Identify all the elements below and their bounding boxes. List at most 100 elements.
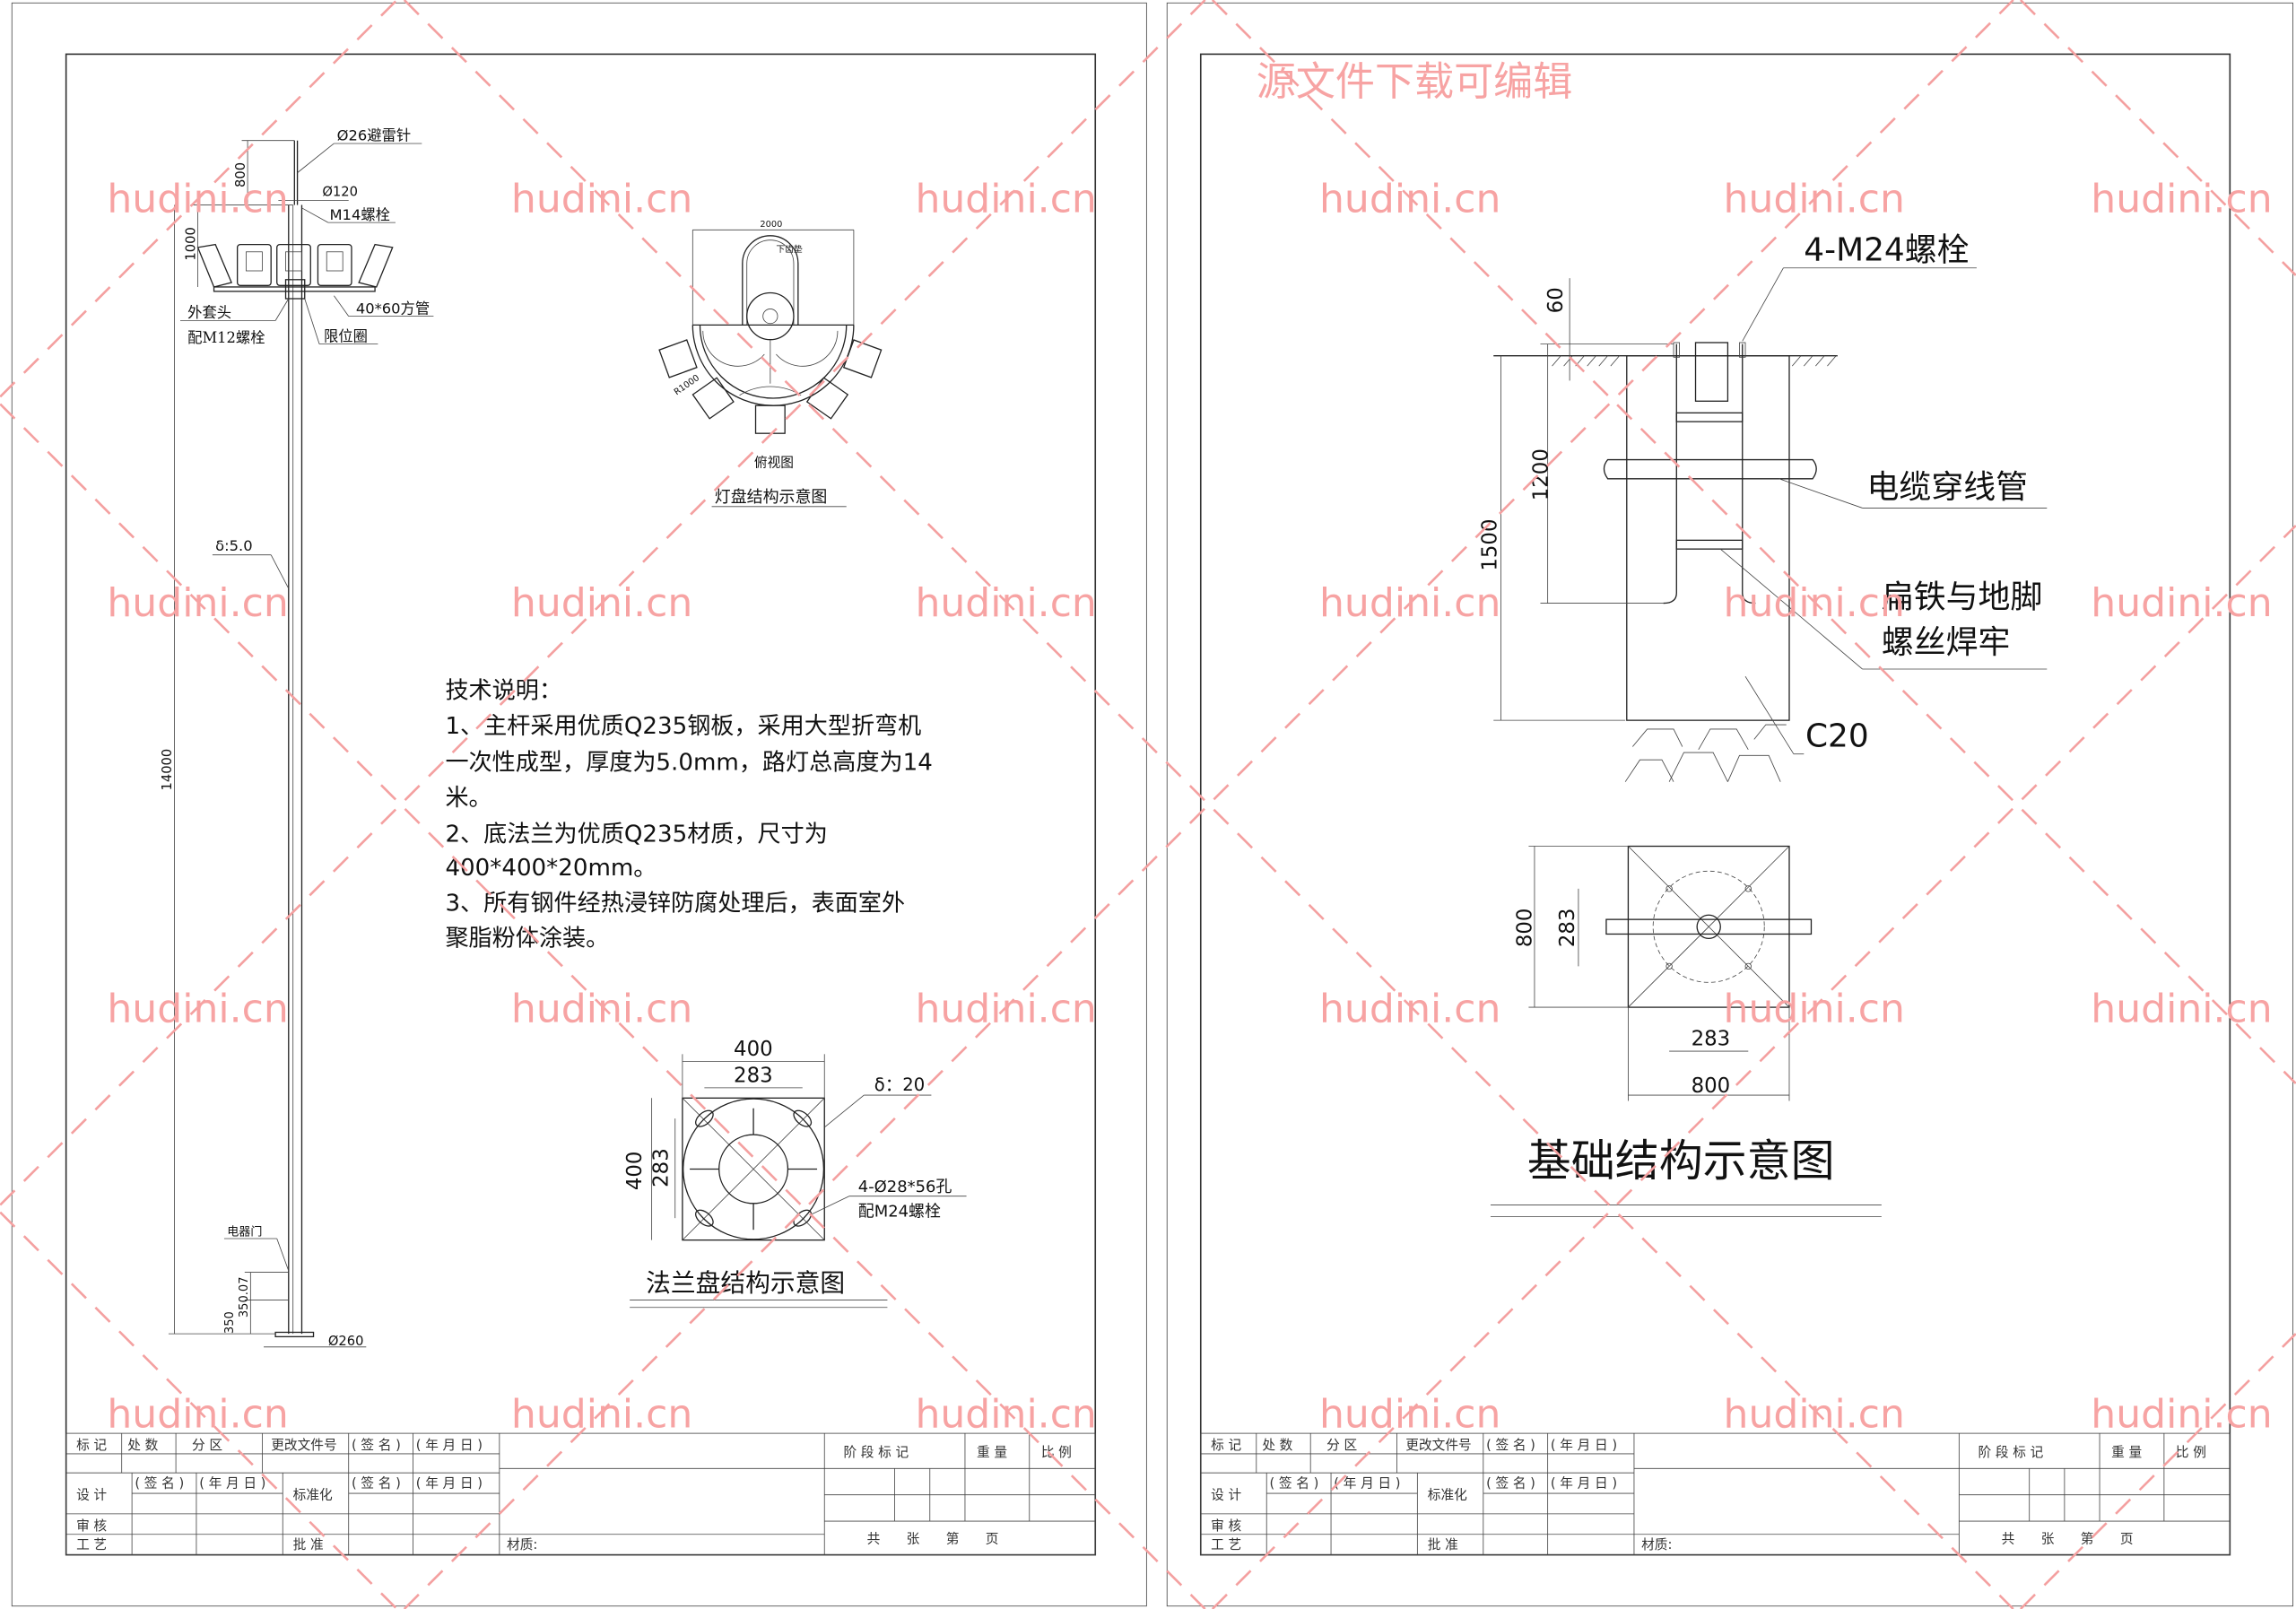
tb-sign: ( 签 名 ) bbox=[352, 1476, 401, 1492]
door-dim: 350.07 bbox=[238, 1276, 251, 1318]
tech-note-line: 聚脂粉体涂装。 bbox=[445, 926, 609, 952]
tb-date: ( 年 月 日 ) bbox=[416, 1438, 483, 1453]
watermark-site: hudini.cn bbox=[1319, 177, 1500, 222]
watermark-site: hudini.cn bbox=[2091, 580, 2272, 626]
lightning-rod-label: Ø26避雷针 bbox=[337, 127, 412, 144]
m14-bolt-label: M14螺栓 bbox=[329, 206, 389, 223]
watermark-site: hudini.cn bbox=[1724, 580, 1905, 626]
tb-weight: 重 量 bbox=[2111, 1445, 2142, 1460]
watermark-site: hudini.cn bbox=[2091, 177, 2272, 222]
flange-thickness-label: δ：20 bbox=[874, 1074, 925, 1095]
tech-note-line: 2、底法兰为优质Q235材质，尺寸为 bbox=[445, 822, 827, 848]
foundation-depth-dim: 1500 bbox=[1479, 518, 1502, 570]
flange-hole-label: 4-Ø28*56孔 bbox=[858, 1178, 952, 1196]
watermark-site: hudini.cn bbox=[1724, 986, 1905, 1031]
tb-sign: ( 签 名 ) bbox=[352, 1438, 401, 1453]
tb-sheets: 共 张 第 页 bbox=[867, 1531, 999, 1547]
sleeve-bolt-label: 配M12螺栓 bbox=[187, 329, 265, 346]
watermark-site: hudini.cn bbox=[511, 177, 692, 222]
tb-date: ( 年 月 日 ) bbox=[1551, 1476, 1617, 1492]
lamp-tray-title: 灯盘结构示意图 bbox=[715, 488, 828, 507]
tb-process: 工 艺 bbox=[76, 1537, 107, 1552]
tb-approve: 批 准 bbox=[1428, 1537, 1458, 1552]
tb-scale: 比 例 bbox=[1041, 1445, 1072, 1460]
watermark-site: hudini.cn bbox=[107, 177, 288, 222]
pole-elevation: 800 1000 14000 Ø26避雷针 Ø120 M14螺栓 外套头 配M1… bbox=[160, 127, 434, 1349]
base-dim: 350 bbox=[223, 1311, 237, 1334]
pole-height-dim: 14000 bbox=[160, 749, 175, 791]
tb-date: ( 年 月 日 ) bbox=[416, 1476, 483, 1492]
watermark-site: hudini.cn bbox=[915, 580, 1096, 626]
base-diameter-label: Ø260 bbox=[328, 1334, 364, 1349]
pole-thickness-label: δ:5.0 bbox=[215, 537, 252, 554]
tray-width-dim: 2000 bbox=[760, 220, 782, 230]
tb-date: ( 年 月 日 ) bbox=[1334, 1476, 1400, 1492]
tb-date: ( 年 月 日 ) bbox=[199, 1476, 265, 1492]
watermark-line bbox=[0, 0, 1206, 1206]
watermark-site: hudini.cn bbox=[511, 1392, 692, 1438]
plan-inner-dim-vertical: 283 bbox=[1556, 909, 1579, 948]
tb-material: 材质: bbox=[507, 1537, 537, 1552]
tb-standard: 标准化 bbox=[1428, 1488, 1467, 1503]
tb-zone: 分 区 bbox=[192, 1438, 222, 1453]
flange-inner-dim-vertical: 283 bbox=[650, 1148, 674, 1187]
tb-change-doc: 更改文件号 bbox=[1405, 1438, 1471, 1453]
tb-sheets: 共 张 第 页 bbox=[2002, 1531, 2134, 1547]
tb-sign: ( 签 名 ) bbox=[135, 1476, 184, 1492]
tb-date: ( 年 月 日 ) bbox=[1551, 1438, 1617, 1453]
flange-plate-drawing: 400 283 400 283 δ：20 4-Ø28*56孔 配M24螺栓 法兰… bbox=[623, 1038, 967, 1309]
anchor-bolt-label: 4-M24螺栓 bbox=[1804, 232, 1969, 269]
tb-count: 处 数 bbox=[127, 1438, 158, 1453]
watermark-site: hudini.cn bbox=[511, 986, 692, 1031]
watermark-banner: 源文件下载可编辑 bbox=[1257, 59, 1573, 105]
weld-label-line1: 扁铁与地脚 bbox=[1882, 578, 2043, 615]
plan-outer-dim: 800 bbox=[1692, 1074, 1731, 1098]
watermark-site: hudini.cn bbox=[107, 986, 288, 1031]
tb-stage-mark: 阶 段 标 记 bbox=[1979, 1445, 2044, 1460]
tb-review: 审 核 bbox=[1211, 1518, 1241, 1534]
tech-note-line: 一次性成型，厚度为5.0mm，路灯总高度为14 bbox=[445, 750, 932, 777]
tb-process: 工 艺 bbox=[1211, 1537, 1241, 1552]
foundation-plan: 800 283 283 800 基础结构示意图 bbox=[1490, 845, 1882, 1217]
lamp-height-dim: 1000 bbox=[183, 227, 198, 260]
electrical-door-label: 电器门 bbox=[227, 1226, 262, 1239]
watermark-site: hudini.cn bbox=[2091, 986, 2272, 1031]
flange-outer-dim: 400 bbox=[734, 1038, 773, 1061]
tech-note-line: 米。 bbox=[445, 785, 491, 812]
tb-approve: 批 准 bbox=[293, 1537, 324, 1552]
tb-sign: ( 签 名 ) bbox=[1486, 1476, 1535, 1492]
top-view-caption: 俯视图 bbox=[754, 456, 794, 471]
tb-material: 材质: bbox=[1641, 1537, 1672, 1552]
tb-sign: ( 签 名 ) bbox=[1269, 1476, 1318, 1492]
watermark-site: hudini.cn bbox=[1319, 1392, 1500, 1438]
tb-mark: 标 记 bbox=[1211, 1438, 1241, 1453]
tb-sign: ( 签 名 ) bbox=[1486, 1438, 1535, 1453]
watermark-site: hudini.cn bbox=[107, 580, 288, 626]
watermark-line bbox=[0, 1211, 398, 1609]
technical-notes: 技术说明： 1、主杆采用优质Q235钢板，采用大型折弯机 一次性成型，厚度为5.… bbox=[445, 678, 932, 952]
tech-note-line: 3、所有钢件经热浸锌防腐处理后，表面室外 bbox=[445, 890, 905, 917]
tb-design: 设 计 bbox=[1211, 1488, 1241, 1503]
tb-weight: 重 量 bbox=[977, 1445, 1007, 1460]
rod-height-dim: 800 bbox=[233, 162, 248, 187]
cable-conduit-label: 电缆穿线管 bbox=[1867, 469, 2029, 506]
flange-inner-dim: 283 bbox=[734, 1064, 773, 1087]
tech-note-line: 400*400*20mm。 bbox=[445, 855, 657, 882]
watermark-site: hudini.cn bbox=[915, 177, 1096, 222]
plan-outer-dim-vertical: 800 bbox=[1514, 909, 1537, 948]
plan-inner-dim: 283 bbox=[1692, 1028, 1731, 1051]
watermark-texts: hudini.cn hudini.cn hudini.cn hudini.cn hudi… bbox=[107, 177, 2272, 1438]
flange-bolt-label: 配M24螺栓 bbox=[858, 1203, 941, 1222]
lamp-tray-top-view: 2000 下齿垫 R1000 俯视图 灯盘结构示意图 bbox=[658, 220, 883, 508]
watermark-site: hudini.cn bbox=[511, 580, 692, 626]
pole-diameter-label: Ø120 bbox=[322, 185, 358, 200]
title-block-left: 标 记 处 数 分 区 更改文件号 ( 签 名 ) ( 年 月 日 ) 设 计 … bbox=[65, 1432, 1096, 1556]
tb-mark: 标 记 bbox=[76, 1438, 107, 1453]
tb-scale: 比 例 bbox=[2176, 1445, 2206, 1460]
watermark-site: hudini.cn bbox=[1319, 580, 1500, 626]
tray-note: 下齿垫 bbox=[776, 243, 803, 255]
limit-ring-label: 限位圈 bbox=[324, 327, 368, 344]
watermark-site: hudini.cn bbox=[915, 1392, 1096, 1438]
tb-standard: 标准化 bbox=[293, 1488, 333, 1503]
flange-outer-dim-vertical: 400 bbox=[623, 1152, 647, 1191]
